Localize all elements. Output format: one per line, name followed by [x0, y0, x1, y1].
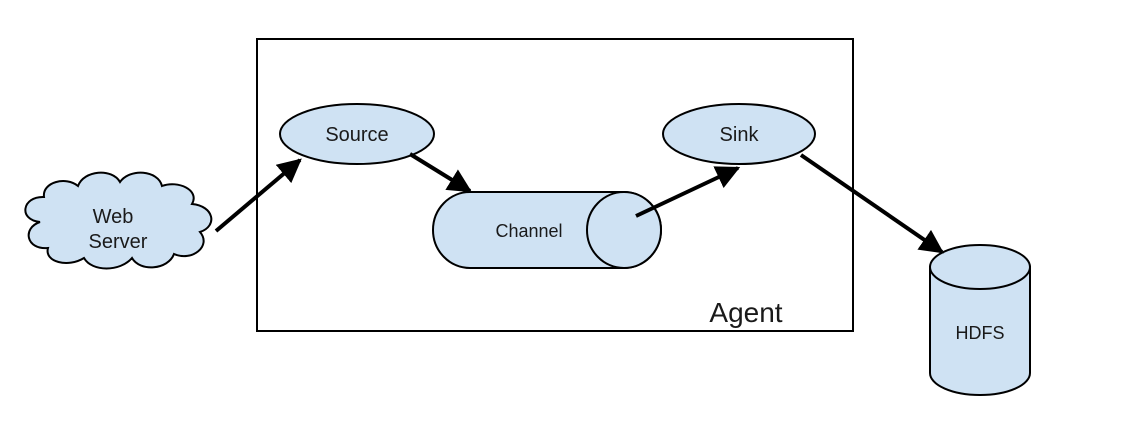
- arrow-web-server-to-source: [214, 158, 302, 233]
- source-label: Source: [325, 124, 388, 146]
- sink-ellipse: [662, 103, 816, 165]
- hdfs-cylinder-top: [929, 244, 1031, 290]
- channel-node: Channel: [432, 191, 662, 269]
- agent-box: [256, 38, 854, 332]
- sink-node: Sink: [662, 103, 816, 165]
- hdfs-cylinder-body: [929, 266, 1031, 396]
- channel-cylinder-end: [586, 191, 662, 269]
- source-ellipse: [279, 103, 435, 165]
- hdfs-node: HDFS: [929, 244, 1031, 396]
- sink-label: Sink: [720, 124, 760, 146]
- cloud-icon: [24, 171, 213, 270]
- hdfs-label: HDFS: [956, 323, 1005, 343]
- agent-label: Agent: [709, 297, 782, 328]
- source-node: Source: [279, 103, 435, 165]
- channel-label: Channel: [495, 221, 562, 241]
- arrow-channel-to-sink: [635, 166, 741, 218]
- arrow-source-to-channel: [408, 152, 473, 193]
- arrow-sink-to-hdfs: [799, 153, 944, 254]
- web-server-label-line2: Server: [89, 231, 148, 253]
- web-server-label-line1: Web: [93, 206, 134, 228]
- web-server-node: Web Server: [24, 171, 213, 270]
